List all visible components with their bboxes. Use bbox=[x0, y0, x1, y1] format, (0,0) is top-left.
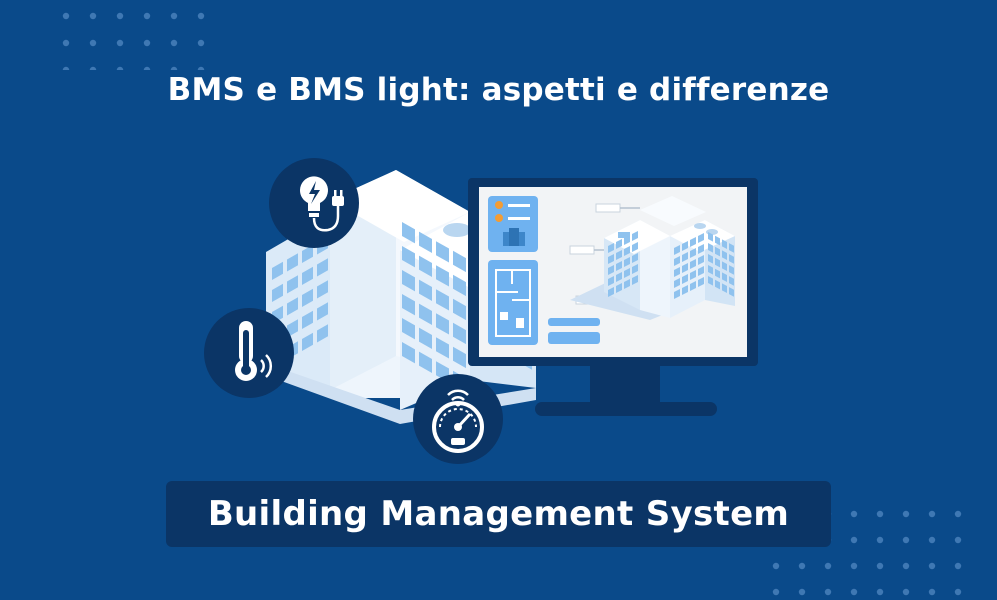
monitor-illustration bbox=[468, 178, 758, 416]
banner-label: Building Management System bbox=[207, 494, 790, 534]
thermometer-wireless-icon bbox=[204, 308, 294, 398]
lightbulb-plug-icon bbox=[269, 158, 359, 248]
page-title: BMS e BMS light: aspetti e differenze bbox=[167, 72, 830, 108]
gauge-wireless-icon bbox=[413, 374, 503, 464]
dot-pattern-top bbox=[62, 12, 205, 70]
title-banner: Building Management System bbox=[166, 481, 831, 547]
